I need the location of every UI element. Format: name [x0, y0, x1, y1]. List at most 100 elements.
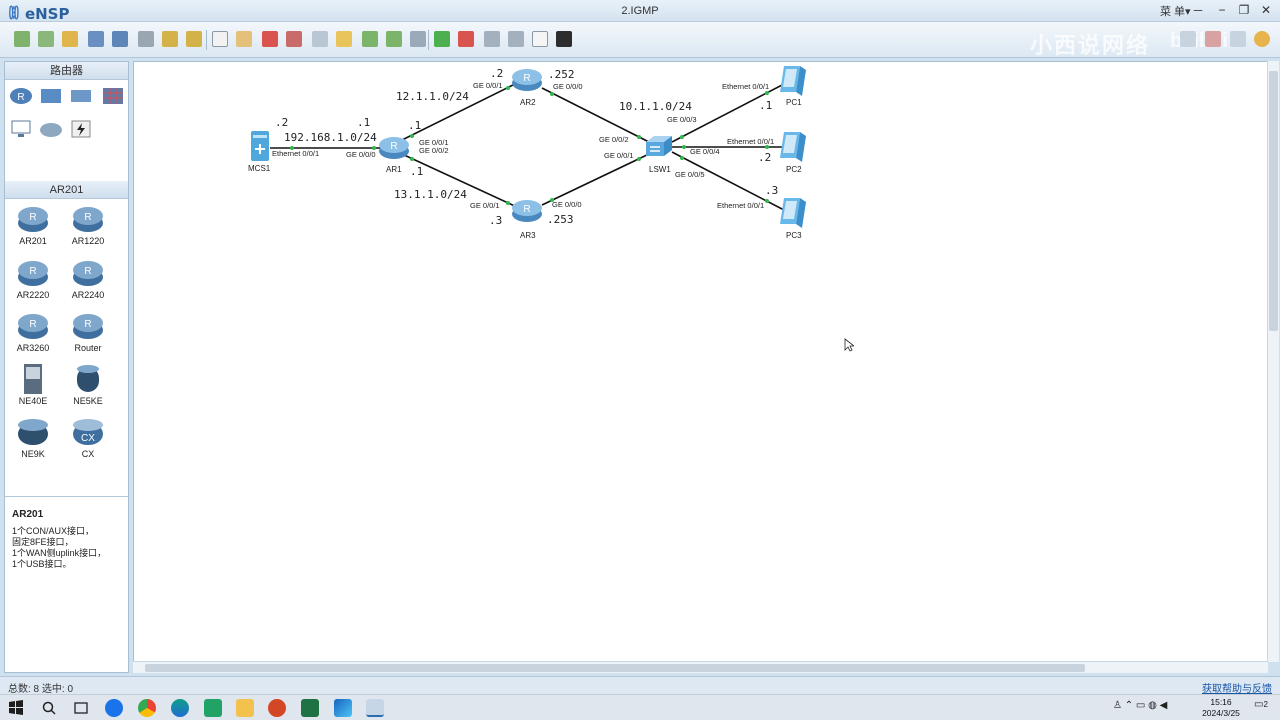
node-ar3[interactable]: R [511, 197, 543, 226]
horizontal-scrollbar[interactable] [133, 661, 1268, 673]
device-ar2220[interactable]: R AR2220 [5, 258, 61, 300]
description-line: 1个WAN侧uplink接口， [12, 548, 107, 558]
minimize-window-icon[interactable]: − [1218, 3, 1226, 17]
node-ar1[interactable]: R [378, 134, 410, 163]
huawei-icon[interactable] [1205, 31, 1221, 47]
ip-label: .3 [489, 214, 503, 227]
router-icon: R [73, 314, 103, 339]
chat-icon[interactable] [1180, 31, 1196, 47]
search-icon[interactable] [40, 699, 58, 717]
router-icon: R [73, 207, 103, 232]
server-icon [251, 131, 269, 161]
ip-label: .1 [410, 165, 424, 178]
topology-icon[interactable] [556, 31, 572, 47]
stop-icon[interactable] [458, 31, 474, 47]
node-pc1[interactable] [778, 64, 808, 99]
fit-icon[interactable] [410, 31, 426, 47]
delete-icon[interactable] [262, 31, 278, 47]
node-label-pc2: PC2 [786, 165, 802, 174]
node-pc2[interactable] [778, 130, 808, 165]
redo-icon[interactable] [186, 31, 202, 47]
notification-icon[interactable]: ▭2 [1254, 699, 1268, 710]
description-title: AR201 [12, 509, 44, 520]
app-icon[interactable] [105, 699, 123, 717]
text-icon[interactable] [312, 31, 328, 47]
ip-label: .1 [408, 119, 422, 132]
start-icon[interactable] [434, 31, 450, 47]
description-line: 1个CON/AUX接口， [12, 526, 95, 536]
clock[interactable]: 15:16 2024/3/25 [1202, 697, 1240, 718]
watermark: 小西说网络 [1030, 33, 1151, 58]
connection-category-icon[interactable] [69, 119, 93, 139]
gear-icon[interactable] [1230, 31, 1246, 47]
pan-icon[interactable] [236, 31, 252, 47]
task-view-icon[interactable] [72, 699, 90, 717]
device-ne40e[interactable]: NE40E [5, 364, 61, 406]
description-line: 固定8FE接口， [12, 537, 74, 547]
new-topology-icon[interactable] [14, 31, 30, 47]
device-ne9k[interactable]: NE9K [5, 417, 61, 459]
node-label-mcs1: MCS1 [248, 164, 271, 173]
edge-icon[interactable] [171, 699, 189, 717]
settings-icon[interactable] [508, 31, 524, 47]
palette-icon[interactable] [336, 31, 352, 47]
minimize-icon[interactable]: ─ [1193, 3, 1203, 17]
new-lab-icon[interactable] [38, 31, 54, 47]
chrome-icon[interactable] [138, 699, 156, 717]
capture-icon[interactable] [484, 31, 500, 47]
topology-canvas[interactable]: MCS1 R AR1 R AR2 R AR3 LSW1 PC1 PC2 PC3 … [133, 61, 1268, 662]
device-ne5ke[interactable]: NE5KE [60, 364, 116, 406]
print-icon[interactable] [138, 31, 154, 47]
node-lsw1[interactable] [644, 134, 674, 163]
undo-icon[interactable] [162, 31, 178, 47]
device-router[interactable]: R Router [60, 311, 116, 353]
delete-all-icon[interactable] [286, 31, 302, 47]
help-feedback-link[interactable]: 获取帮助与反馈 [1202, 684, 1272, 695]
firewall-category-icon[interactable] [101, 86, 125, 106]
device-ar3260[interactable]: R AR3260 [5, 311, 61, 353]
device-cx[interactable]: CX CX [60, 417, 116, 459]
display-icon[interactable] [532, 31, 548, 47]
router-icon: R [512, 200, 542, 222]
node-pc3[interactable] [778, 196, 808, 231]
cloud-category-icon[interactable] [39, 119, 63, 139]
interface-label: Ethernet 0/0/1 [722, 82, 770, 91]
svg-text:R: R [84, 319, 91, 330]
menu-button[interactable]: 菜 单▾ [1160, 6, 1191, 18]
zoom-out-icon[interactable] [386, 31, 402, 47]
interface-label: GE 0/0/3 [667, 115, 697, 124]
ip-label: .2 [275, 116, 289, 129]
device-ar201[interactable]: R AR201 [5, 204, 61, 246]
ensp-icon[interactable] [366, 699, 384, 717]
node-mcs1[interactable] [249, 130, 271, 165]
node-ar2[interactable]: R [511, 66, 543, 95]
wlan-category-icon[interactable] [69, 86, 93, 106]
router-category-icon[interactable]: R [9, 86, 33, 106]
app-blue-icon[interactable] [334, 699, 352, 717]
svg-text:CX: CX [81, 433, 95, 444]
pc-category-icon[interactable] [9, 119, 33, 139]
device-ar1220[interactable]: R AR1220 [60, 204, 116, 246]
restore-icon[interactable]: ❐ [1238, 3, 1250, 17]
close-icon[interactable]: ✕ [1260, 3, 1272, 17]
file-explorer-icon[interactable] [236, 699, 254, 717]
vertical-scrollbar[interactable] [1267, 61, 1279, 662]
powerpoint-icon[interactable] [268, 699, 286, 717]
link-ar2-lsw1 [541, 87, 650, 143]
tray-icons[interactable]: ♙ ⌃ ▭ ◍ ◀ [1113, 700, 1168, 711]
zoom-in-icon[interactable] [362, 31, 378, 47]
device-ar2240[interactable]: R AR2240 [60, 258, 116, 300]
status-count: 总数: 8 选中: 0 [8, 684, 74, 695]
save-as-icon[interactable] [112, 31, 128, 47]
excel-icon[interactable] [301, 699, 319, 717]
pc-icon [780, 198, 806, 228]
switch-category-icon[interactable] [39, 86, 63, 106]
select-icon[interactable] [212, 31, 228, 47]
app-green-icon[interactable] [204, 699, 222, 717]
windows-start-icon[interactable] [7, 699, 25, 717]
help-icon[interactable] [1254, 31, 1270, 47]
open-icon[interactable] [62, 31, 78, 47]
interface-label: GE 0/0/0 [552, 200, 582, 209]
save-icon[interactable] [88, 31, 104, 47]
node-label-pc3: PC3 [786, 231, 802, 240]
